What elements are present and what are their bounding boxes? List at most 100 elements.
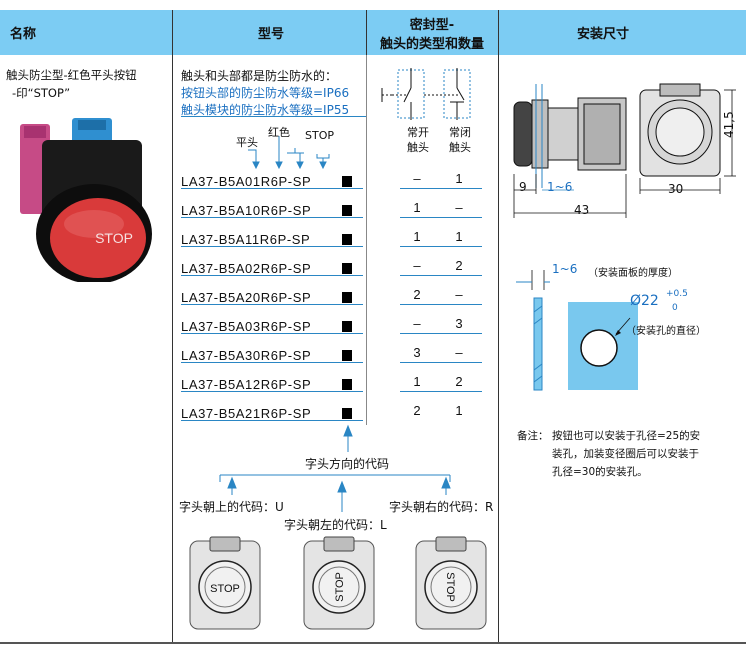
- code-placeholder-square: [342, 205, 352, 216]
- hole-tol-plus: +0.5: [666, 289, 688, 299]
- product-name: 触头防尘型-红色平头按钮: [6, 68, 137, 82]
- model-row: LA37-B5A10R6P-SP: [181, 197, 367, 225]
- model-code: LA37-B5A01R6P-SP: [181, 174, 312, 189]
- code-placeholder-square: [342, 234, 352, 245]
- row-divider: [181, 275, 363, 276]
- nc-count: 3: [455, 316, 463, 331]
- direction-left: 字头朝左的代码：L: [284, 518, 387, 532]
- model-row: LA37-B5A21R6P-SP: [181, 400, 367, 428]
- no-count: 1: [413, 229, 421, 244]
- product-photo: STOP: [20, 118, 152, 282]
- model-code: LA37-B5A03R6P-SP: [181, 319, 312, 334]
- nc-count: –: [455, 345, 463, 360]
- hole-note: （安装孔的直径）: [626, 326, 706, 337]
- dim-1to6: 1~6: [547, 180, 573, 194]
- row-divider: [400, 246, 482, 247]
- legend-left: STOP: [334, 572, 346, 602]
- model-row: LA37-B5A30R6P-SP: [181, 342, 367, 370]
- direction-arrows: [219, 424, 451, 512]
- nc-count: 2: [455, 258, 463, 273]
- label-stop: STOP: [305, 129, 334, 142]
- code-placeholder-square: [342, 408, 352, 419]
- model-code: LA37-B5A02R6P-SP: [181, 261, 312, 276]
- dim-43: 43: [574, 203, 590, 217]
- row-divider: [400, 275, 482, 276]
- row-divider: [181, 420, 363, 421]
- contact-symbols: [381, 68, 471, 120]
- legend-up: STOP: [210, 583, 240, 595]
- no-count: 2: [413, 287, 421, 302]
- contact-nc-label-2: 触头: [449, 141, 471, 154]
- no-count: –: [413, 316, 421, 331]
- label-red: 红色: [268, 126, 290, 139]
- remark-label: 备注：: [517, 430, 549, 442]
- code-pointer-arrows: [248, 136, 330, 170]
- row-divider: [181, 362, 363, 363]
- header-model: 型号: [258, 27, 285, 42]
- panel-hole-drawing: [516, 270, 638, 391]
- table-header: 名称 型号 密封型- 触头的类型和数量 安装尺寸: [0, 10, 746, 55]
- row-divider: [400, 333, 482, 334]
- row-divider: [400, 217, 482, 218]
- header-dims: 安装尺寸: [577, 27, 630, 42]
- code-placeholder-square: [342, 321, 352, 332]
- code-placeholder-square: [342, 379, 352, 390]
- no-count: –: [413, 171, 421, 186]
- row-divider: [181, 188, 363, 189]
- notes-ip66: 按钮头部的防尘防水等级=IP66: [181, 86, 350, 100]
- model-row: LA37-B5A20R6P-SP: [181, 284, 367, 312]
- column-divider: [172, 10, 173, 643]
- row-divider: [181, 391, 363, 392]
- dim-9: 9: [519, 180, 527, 194]
- side-view-drawing: [513, 83, 736, 218]
- no-count: 1: [413, 374, 421, 389]
- row-divider: [400, 304, 482, 305]
- hole-tol-zero: 0: [672, 303, 678, 313]
- dim-30: 30: [668, 182, 684, 196]
- code-placeholder-square: [342, 350, 352, 361]
- model-code: LA37-B5A20R6P-SP: [181, 290, 312, 305]
- model-code: LA37-B5A30R6P-SP: [181, 348, 312, 363]
- header-contacts: 密封型- 触头的类型和数量: [366, 10, 498, 55]
- direction-title: 字头方向的代码: [305, 457, 390, 471]
- row-divider: [400, 188, 482, 189]
- notes-ip55: 触头模块的防尘防水等级=IP55: [181, 103, 350, 117]
- contact-no-label: 常开: [407, 126, 429, 139]
- legend-samples: STOP STOP STOP: [189, 536, 487, 630]
- code-placeholder-square: [342, 263, 352, 274]
- dim-41-5: 41,5: [722, 111, 736, 138]
- contact-nc-label: 常闭: [449, 126, 471, 139]
- row-divider: [181, 333, 363, 334]
- column-divider: [366, 10, 367, 55]
- hole-diameter: Ø22: [630, 293, 659, 309]
- nc-count: 1: [455, 403, 463, 418]
- column-divider: [498, 10, 499, 643]
- row-divider: [400, 362, 482, 363]
- nc-count: –: [455, 287, 463, 302]
- legend-right: STOP: [444, 572, 456, 602]
- header-name: 名称: [10, 27, 37, 42]
- model-row: LA37-B5A12R6P-SP: [181, 371, 367, 399]
- direction-up: 字头朝上的代码：U: [179, 500, 284, 514]
- model-code: LA37-B5A12R6P-SP: [181, 377, 312, 392]
- notes-divider: [181, 116, 366, 117]
- row-divider: [181, 304, 363, 305]
- model-row: LA37-B5A02R6P-SP: [181, 255, 367, 283]
- remark-line1: 按钮也可以安装于孔径=25的安: [552, 430, 701, 442]
- remark-line3: 孔径=30的安装孔。: [552, 466, 648, 478]
- contact-no-label-2: 触头: [407, 141, 429, 154]
- code-placeholder-square: [342, 292, 352, 303]
- row-divider: [181, 246, 363, 247]
- column-divider: [366, 55, 367, 425]
- model-code: LA37-B5A21R6P-SP: [181, 406, 312, 421]
- no-count: –: [413, 258, 421, 273]
- model-code: LA37-B5A10R6P-SP: [181, 203, 312, 218]
- direction-right: 字头朝右的代码：R: [389, 500, 494, 514]
- panel-thickness: 1~6: [552, 262, 578, 276]
- notes-line1: 触头和头部都是防尘防水的：: [181, 69, 338, 83]
- no-count: 1: [413, 200, 421, 215]
- button-legend: STOP: [95, 230, 133, 246]
- code-placeholder-square: [342, 176, 352, 187]
- header-contacts-line2: 触头的类型和数量: [379, 36, 484, 52]
- no-count: 3: [413, 345, 421, 360]
